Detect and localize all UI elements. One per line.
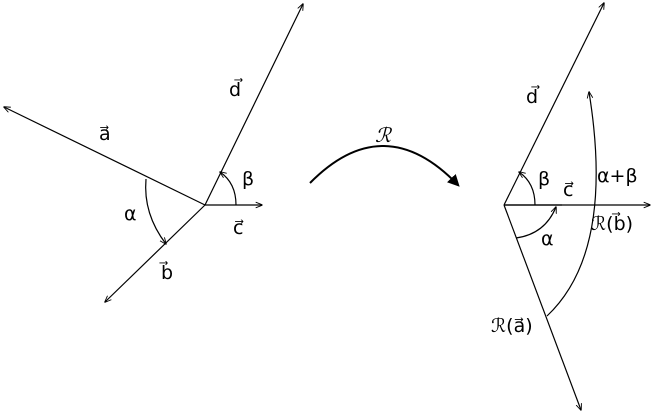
angle-beta-arc-right [519,172,536,206]
label-vector-c-right: c⃗ [563,179,574,201]
left-figure: a⃗ b⃗ c⃗ d⃗ α β [4,4,303,302]
label-vector-rb: ℛ(b⃗) [591,212,633,235]
angle-beta-arc [220,172,237,206]
label-vector-d-right: d⃗ [526,85,540,108]
vector-a-line [4,107,206,206]
angle-alpha-plus-beta-arc [546,92,597,317]
label-vector-a: a⃗ [99,123,111,145]
vector-d-line-right [503,3,604,206]
label-angle-alpha-plus-beta: α+β [597,165,638,187]
transform-mapping: ℛ [309,123,460,187]
transform-arrow [309,145,460,187]
vector-b-line [105,204,206,302]
label-vector-d: d⃗ [229,78,243,101]
angle-alpha-arc [145,178,166,244]
label-transform: ℛ [375,123,393,147]
label-vector-b: b⃗ [159,261,173,284]
label-angle-beta: β [242,168,254,190]
label-vector-c: c⃗ [233,217,244,239]
label-angle-alpha: α [124,203,137,225]
label-angle-beta-right: β [538,168,550,190]
label-angle-alpha-right: α [541,228,554,250]
angle-alpha-arc-right [515,207,556,239]
vector-ra-line [503,204,581,410]
right-figure: d⃗ c⃗ ℛ(b⃗) ℛ(a⃗) β α α+β [491,3,650,410]
label-vector-ra: ℛ(a⃗) [491,315,533,337]
